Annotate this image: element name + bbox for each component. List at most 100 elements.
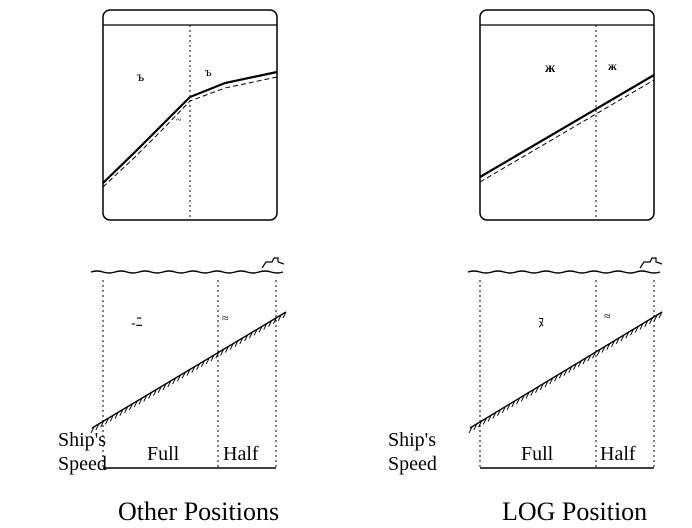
ships-speed-label-line1: Ship's [388,429,436,451]
hatch-tick [196,363,201,370]
ships-speed-label-line2: Speed [58,453,107,475]
fish-mark: ≈ [222,311,229,325]
hatch-tick [162,383,167,391]
hatch-tick [277,314,282,322]
hatch-tick [253,329,258,336]
hatch-tick [611,340,615,347]
bottom-echo-trace-shadow [102,76,278,188]
hatch-tick [577,360,582,368]
half-speed-label: Half [223,443,259,465]
hatch-tick [205,357,210,365]
hatch-tick [658,311,663,319]
panel-other-positions: ъ ъ ~ -ﾆ ≈ Ship's Speed Full [58,9,287,526]
hatch-tick [114,412,119,419]
hatch-tick [487,415,492,422]
hatch-tick [133,400,138,408]
hatch-tick [596,349,601,356]
hatch-tick [549,377,554,385]
hatch-tick [191,366,196,373]
sea-bed-hatching [468,311,663,434]
hatch-tick [95,423,100,431]
hatch-tick [167,380,172,388]
hatch-tick [268,320,273,327]
hatch-tick [568,366,573,373]
hatch-tick [649,317,653,324]
hatch-tick [587,354,592,362]
hatch-tick [468,426,473,434]
bottom-echo-trace [479,74,655,178]
hatch-tick [563,369,568,376]
fish-echo-mark: ъ [137,70,144,85]
hatch-tick [229,343,234,350]
sounder-screen-log: ж ж [479,9,655,221]
hatch-tick [630,329,634,336]
full-speed-label: Full [147,443,180,465]
fish-echo-mark: ъ [205,64,212,79]
hatch-tick [104,418,109,425]
sea-bed [91,311,287,429]
caption-log-position: LOG Position [502,497,647,526]
hatch-tick [138,398,143,405]
ship-icon [639,257,663,269]
hatch-tick [544,380,549,388]
hatch-tick [282,311,287,319]
fish-echo-mark: ж [608,59,617,73]
hatch-tick [90,426,95,434]
hatch-tick [220,349,225,356]
fish-echo-mark: ~ [176,115,182,126]
panel-log-position: ж ж ﾇ ≈ Ship's Speed Full Half LOG Posit… [388,9,663,526]
hatch-tick [258,326,263,333]
caption-other-positions: Other Positions [118,497,279,526]
hatch-tick [248,331,253,339]
sea-section-other: -ﾆ ≈ Ship's Speed Full Half [58,257,287,475]
half-speed-label: Half [600,443,636,465]
bottom-echo-trace [102,70,278,184]
hatch-tick [497,409,501,416]
hatch-tick [239,337,244,345]
hatch-tick [558,372,563,379]
screen-frame [102,9,278,221]
hatch-tick [506,403,511,411]
ships-speed-label-line2: Speed [388,453,437,475]
hatch-tick [152,389,157,396]
hatch-tick [157,386,162,393]
hatch-tick [606,343,611,350]
sea-bed-hatching [90,311,287,434]
sounder-screen-other: ъ ъ ~ [102,9,278,221]
sea-surface [467,270,661,274]
hatch-tick [554,375,558,382]
hatch-tick [625,331,630,339]
hatch-tick [124,406,129,414]
hatch-tick [573,363,577,370]
hatch-tick [535,386,539,393]
hatch-tick [620,334,625,342]
hatch-tick [516,398,520,405]
hatch-tick [186,369,191,376]
hatch-tick [653,314,658,322]
bottom-echo-trace-shadow [479,79,655,183]
hatch-tick [530,389,535,396]
hatch-tick [478,421,482,428]
hatch-tick [511,400,516,408]
hatch-tick [525,392,530,399]
fish-mark: -ﾆ [131,316,143,331]
ships-speed-label-line1: Ship's [58,429,106,451]
fish-mark: ≈ [604,309,611,323]
hatch-tick [119,409,124,416]
hatch-tick [492,412,497,419]
hatch-tick [148,392,153,399]
hatch-tick [224,346,229,353]
hatch-tick [615,337,620,345]
hatch-tick [172,377,177,385]
hatch-tick [634,326,639,333]
hatch-tick [100,421,105,428]
hatch-tick [109,415,114,422]
ship-icon [261,257,285,269]
fish-mark: ﾇ [538,315,545,330]
hatch-tick [244,334,249,342]
hatch-tick [272,317,277,324]
hatch-tick [592,352,596,359]
hatch-tick [539,383,544,391]
hatch-tick [639,323,644,330]
